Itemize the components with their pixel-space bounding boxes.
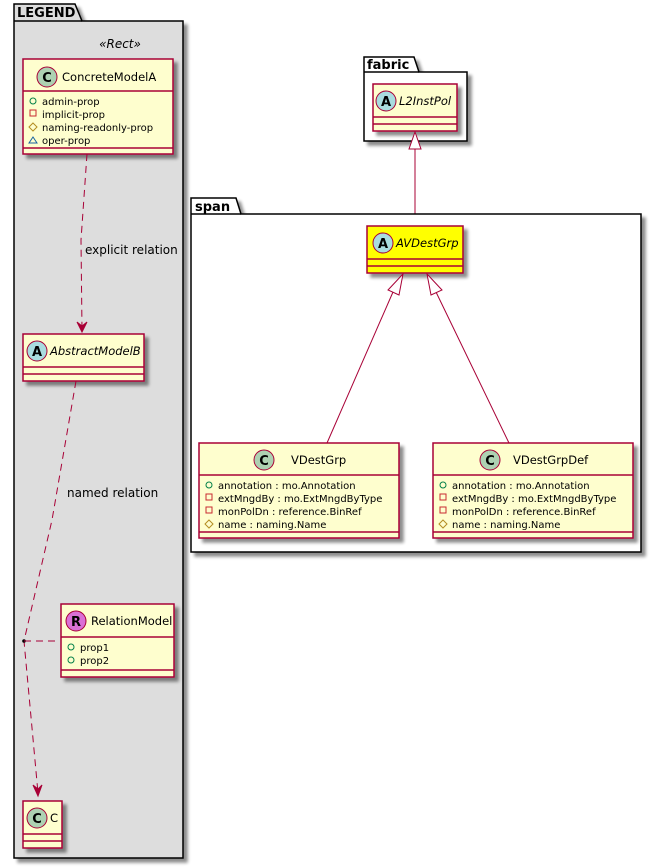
- class-avdestgrp[interactable]: A AVDestGrp: [366, 225, 464, 274]
- package-triangle-icon: [28, 136, 38, 144]
- private-square-icon: [29, 109, 37, 117]
- span-package-label: span: [195, 200, 230, 215]
- legend-stereotype: «Rect»: [99, 37, 141, 51]
- class-spot-letter: C: [32, 812, 42, 827]
- abstract-spot-icon: [26, 340, 48, 362]
- public-circle-icon: [439, 481, 447, 489]
- edge-inherit-vdestgrp-avdestgrp[interactable]: [326, 272, 404, 444]
- hollow-triangle-arrow-icon: [387, 272, 404, 296]
- attribute: monPolDn : reference.BinRef: [218, 507, 362, 518]
- class-name: C: [50, 811, 58, 825]
- fabric-package-label: fabric: [367, 58, 409, 73]
- class-spot-icon: [479, 449, 501, 471]
- edge-inherit-avdestgrp-l2instpol[interactable]: [408, 130, 422, 226]
- class-name: AVDestGrp: [395, 236, 459, 250]
- class-name: VDestGrp: [291, 453, 346, 467]
- dashed-edge: [80, 153, 88, 331]
- inheritance-line: [435, 291, 510, 444]
- class-name: AbstractModelB: [49, 344, 141, 358]
- dashed-edge: [23, 380, 77, 794]
- inheritance-line: [326, 291, 394, 444]
- class-l2instpol[interactable]: A L2InstPol: [372, 83, 458, 132]
- class-spot-icon: [253, 449, 275, 471]
- class-spot-letter: C: [259, 454, 269, 469]
- class-spot-icon: [26, 807, 48, 829]
- class-vdestgrp[interactable]: C VDestGrp annotation : mo.Annotation ex…: [198, 442, 400, 539]
- edge-inherit-vdestgrpdef-avdestgrp[interactable]: [426, 272, 510, 444]
- class-box: [432, 442, 634, 539]
- fabric-package: fabric A L2InstPol: [363, 56, 468, 142]
- class-name: ConcreteModelA: [62, 70, 156, 84]
- edge-label: explicit relation: [85, 243, 178, 257]
- protected-diamond-icon: [438, 519, 448, 529]
- class-name: RelationModel: [91, 614, 172, 628]
- arrowhead-icon: [76, 321, 88, 334]
- private-square-icon: [439, 506, 447, 514]
- relation-spot-icon: [65, 610, 87, 632]
- public-circle-icon: [29, 97, 37, 105]
- edge-label: named relation: [67, 486, 158, 500]
- protected-diamond-icon: [204, 519, 214, 529]
- attribute: naming-readonly-prop: [42, 123, 153, 134]
- legend-package-label: LEGEND: [17, 6, 76, 21]
- abstract-spot-icon: [372, 232, 394, 254]
- edge-explicit-relation[interactable]: explicit relation: [76, 153, 178, 334]
- attribute: extMngdBy : mo.ExtMngdByType: [218, 494, 382, 505]
- hollow-triangle-arrow-icon: [426, 272, 443, 296]
- attribute: oper-prop: [42, 136, 90, 147]
- span-package: span A AVDestGrp C VDestGrp: [190, 197, 642, 553]
- class-vdestgrpdef[interactable]: C VDestGrpDef annotation : mo.Annotation…: [432, 442, 634, 539]
- class-spot-letter: R: [71, 615, 81, 630]
- class-c[interactable]: C C: [22, 800, 63, 849]
- private-square-icon: [205, 506, 213, 514]
- hollow-triangle-arrow-icon: [408, 130, 422, 150]
- class-name: VDestGrpDef: [513, 453, 589, 467]
- class-abstract-model-b[interactable]: A AbstractModelB: [22, 333, 145, 382]
- class-spot-letter: A: [381, 95, 391, 110]
- abstract-spot-icon: [375, 90, 397, 112]
- class-spot-letter: C: [485, 454, 495, 469]
- class-spot-icon: [36, 66, 58, 88]
- public-circle-icon: [205, 481, 213, 489]
- attribute: admin-prop: [42, 97, 100, 108]
- private-square-icon: [439, 493, 447, 501]
- attribute: prop1: [80, 643, 109, 654]
- arrowhead-icon: [32, 784, 43, 798]
- public-circle-icon: [67, 656, 75, 664]
- attribute: annotation : mo.Annotation: [452, 481, 590, 492]
- attribute: extMngdBy : mo.ExtMngdByType: [452, 494, 616, 505]
- private-square-icon: [205, 493, 213, 501]
- public-circle-icon: [67, 643, 75, 651]
- class-spot-letter: A: [378, 237, 388, 252]
- class-spot-letter: C: [42, 71, 52, 86]
- class-name: L2InstPol: [399, 94, 452, 108]
- edge-named-relation[interactable]: named relation: [22, 380, 158, 798]
- legend-package: LEGEND «Rect» C ConcreteModelA admin-pro…: [13, 3, 184, 859]
- attribute: prop2: [80, 656, 109, 667]
- protected-diamond-icon: [28, 122, 38, 132]
- attribute: name : naming.Name: [218, 520, 326, 531]
- attribute: annotation : mo.Annotation: [218, 481, 356, 492]
- class-spot-letter: A: [32, 345, 42, 360]
- attribute: name : naming.Name: [452, 520, 560, 531]
- class-box: [198, 442, 400, 539]
- class-concrete-model-a[interactable]: C ConcreteModelA admin-prop implicit-pro…: [22, 58, 174, 155]
- attribute: monPolDn : reference.BinRef: [452, 507, 596, 518]
- attribute: implicit-prop: [42, 110, 105, 121]
- class-relation-model[interactable]: R RelationModel prop1 prop2: [60, 603, 175, 678]
